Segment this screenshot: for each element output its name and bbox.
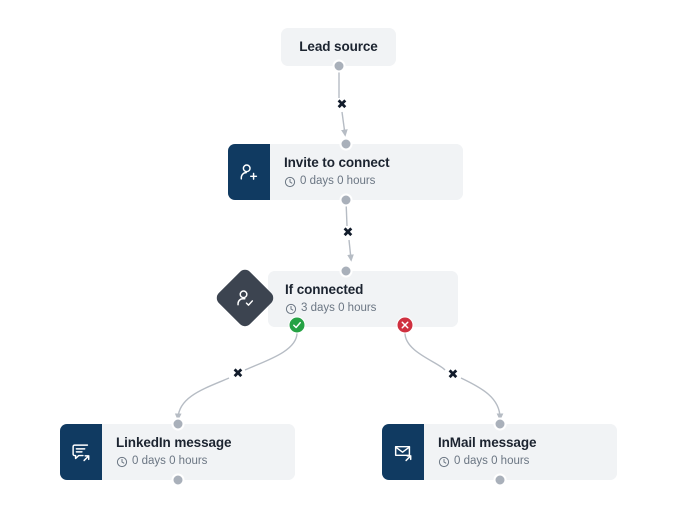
node-invite-to-connect-delay-text: 0 days 0 hours — [300, 175, 376, 187]
node-inmail-message-delay-text: 0 days 0 hours — [454, 455, 530, 467]
node-linkedin-message-input-port[interactable] — [171, 417, 185, 431]
node-inmail-message-output-port[interactable] — [493, 473, 507, 487]
check-icon — [293, 321, 301, 329]
node-if-connected-decision-shape[interactable] — [213, 266, 277, 330]
edge-no-to-inmail-2 — [460, 377, 504, 421]
clock-icon — [284, 176, 296, 187]
node-invite-to-connect[interactable]: Invite to connect 0 days 0 hours — [228, 144, 463, 200]
person-check-icon — [234, 287, 256, 309]
node-inmail-message-title: InMail message — [438, 435, 537, 450]
node-invite-to-connect-output-port[interactable] — [339, 193, 353, 207]
person-add-icon — [228, 144, 270, 200]
close-icon — [401, 321, 409, 329]
edge-remove-icon-yes-linkedin[interactable]: ✖ — [232, 366, 244, 382]
node-linkedin-message[interactable]: LinkedIn message 0 days 0 hours — [60, 424, 295, 480]
node-inmail-message[interactable]: InMail message 0 days 0 hours — [382, 424, 617, 480]
node-if-connected-title: If connected — [285, 282, 364, 297]
node-linkedin-message-delay-text: 0 days 0 hours — [132, 455, 208, 467]
edge-no-to-inmail — [404, 332, 446, 371]
edge-yes-to-linkedin — [244, 332, 298, 371]
node-inmail-message-delay: 0 days 0 hours — [438, 454, 536, 469]
node-lead-source-output-port[interactable] — [332, 59, 346, 73]
edge-remove-icon-lead-invite[interactable]: ✖ — [336, 97, 348, 113]
node-linkedin-message-output-port[interactable] — [171, 473, 185, 487]
clock-icon — [285, 303, 297, 314]
node-invite-to-connect-delay: 0 days 0 hours — [284, 174, 390, 189]
node-linkedin-message-title: LinkedIn message — [116, 435, 232, 450]
edge-invite-to-condition-2 — [347, 239, 354, 262]
branch-no-badge[interactable] — [396, 316, 414, 334]
node-linkedin-message-delay: 0 days 0 hours — [116, 454, 231, 469]
node-inmail-message-input-port[interactable] — [493, 417, 507, 431]
node-if-connected-delay-text: 3 days 0 hours — [301, 302, 377, 314]
edge-lead-to-invite-2 — [341, 111, 348, 137]
node-invite-to-connect-input-port[interactable] — [339, 137, 353, 151]
clock-icon — [438, 456, 450, 467]
node-lead-source-title: Lead source — [299, 39, 378, 54]
branch-yes-badge[interactable] — [288, 316, 306, 334]
edge-yes-to-linkedin-2 — [174, 377, 230, 421]
edge-remove-icon-no-inmail[interactable]: ✖ — [447, 367, 459, 383]
envelope-arrow-icon — [382, 424, 424, 480]
node-if-connected-delay: 3 days 0 hours — [285, 301, 376, 316]
clock-icon — [116, 456, 128, 467]
chat-bubble-arrow-icon — [60, 424, 102, 480]
edge-remove-icon-invite-condition[interactable]: ✖ — [342, 225, 354, 241]
node-if-connected-input-port[interactable] — [339, 264, 353, 278]
node-invite-to-connect-title: Invite to connect — [284, 155, 390, 170]
